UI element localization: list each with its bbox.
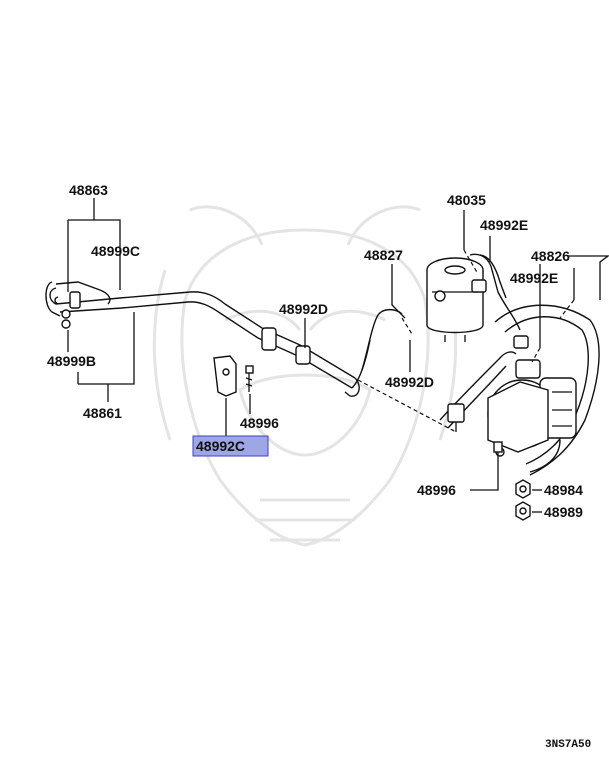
clamp-48999c — [61, 291, 81, 329]
label-48999c[interactable]: 48999C — [91, 243, 140, 259]
highlight-box — [192, 435, 269, 457]
leader-lines — [67, 198, 609, 513]
label-48996-left[interactable]: 48996 — [240, 415, 279, 431]
label-48826[interactable]: 48826 — [531, 248, 570, 264]
label-48999b[interactable]: 48999B — [47, 353, 96, 369]
dashed-guides — [357, 249, 575, 433]
nut-48984 — [515, 479, 531, 499]
label-48827[interactable]: 48827 — [364, 247, 403, 263]
label-48992e-right[interactable]: 48992E — [510, 270, 558, 286]
label-48035[interactable]: 48035 — [447, 192, 486, 208]
label-48992d-top[interactable]: 48992D — [279, 301, 328, 317]
fitting-48996 — [447, 403, 465, 432]
bracket-48992c — [213, 355, 254, 397]
label-48984[interactable]: 48984 — [544, 482, 583, 498]
power-steering-pump — [439, 351, 577, 473]
clamp-48992d — [261, 327, 311, 365]
diagram-code: 3NS7A50 — [545, 739, 591, 751]
label-48989[interactable]: 48989 — [544, 504, 583, 520]
nut-48989 — [515, 501, 531, 521]
bolt-48996-right — [493, 441, 503, 466]
label-48861[interactable]: 48861 — [83, 405, 122, 421]
label-48996-right[interactable]: 48996 — [417, 482, 456, 498]
label-48992c[interactable]: 48992C — [196, 438, 245, 454]
label-48992d-bottom[interactable]: 48992D — [385, 374, 434, 390]
label-48863[interactable]: 48863 — [69, 182, 108, 198]
return-hose-48826 — [469, 253, 600, 476]
reservoir-48035 — [426, 257, 484, 342]
label-48992e-top[interactable]: 48992E — [480, 217, 528, 233]
pressure-pipe-assembly — [45, 281, 403, 397]
